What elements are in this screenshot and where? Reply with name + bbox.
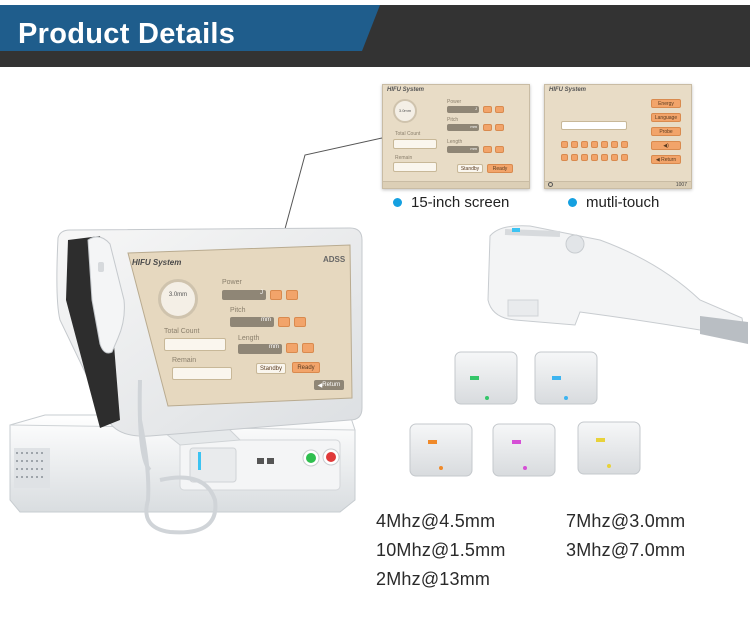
cartridge-orange — [409, 423, 473, 477]
pitch-up-button[interactable] — [483, 124, 492, 131]
length-down-button[interactable] — [495, 146, 504, 153]
screen-preview-touch: HIFU System Energy Language Probe ◀) ◀ R… — [544, 84, 692, 189]
brand-logo: ADSS — [323, 255, 346, 264]
pitch-field: mm — [447, 124, 479, 131]
preview-status-bar — [383, 181, 529, 188]
probe-button[interactable]: Probe — [651, 127, 681, 136]
bullet-dot-icon — [393, 198, 402, 207]
device-pitch-field: mm — [230, 317, 274, 327]
device-length-field: mm — [238, 344, 282, 354]
pitch-down-button[interactable] — [495, 124, 504, 131]
cartridge-blue — [534, 351, 598, 405]
cartridge-magenta — [492, 423, 556, 477]
remain-field — [393, 162, 437, 172]
cartridge-green — [454, 351, 518, 405]
language-button[interactable]: Language — [651, 113, 681, 122]
spec-4mhz: 4Mhz@4.5mm — [376, 511, 496, 531]
caption-touch: mutli-touch — [568, 194, 659, 211]
device-return-button[interactable]: ◀Return — [314, 380, 344, 390]
preview-app-title: HIFU System — [387, 87, 425, 93]
device-remain-field — [172, 367, 232, 380]
device-pitch-up-button[interactable] — [278, 317, 290, 327]
device-power-down-button[interactable] — [286, 290, 298, 300]
spec-7mhz: 7Mhz@3.0mm — [566, 511, 686, 531]
power-up-button[interactable] — [483, 106, 492, 113]
ready-button[interactable]: Ready — [487, 164, 513, 173]
sound-button[interactable]: ◀) — [651, 141, 681, 150]
device-power-field: J — [222, 290, 266, 300]
device-app-title: HIFU System — [132, 258, 182, 267]
standby-button[interactable]: Standby — [457, 164, 483, 173]
bullet-dot-icon — [568, 198, 577, 207]
depth-dial: 3.0mm — [393, 99, 417, 123]
device-standby-button[interactable]: Standby — [256, 363, 286, 374]
spec-3mhz: 3Mhz@7.0mm — [566, 540, 686, 560]
spec-2mhz: 2Mhz@13mm — [376, 569, 491, 589]
device-ready-button[interactable]: Ready — [292, 362, 320, 373]
device-pitch-down-button[interactable] — [294, 317, 306, 327]
length-up-button[interactable] — [483, 146, 492, 153]
password-display — [561, 121, 627, 130]
device-depth-dial: 3.0mm — [158, 279, 198, 319]
page-title: Product Details — [18, 18, 236, 50]
device-length-down-button[interactable] — [302, 343, 314, 353]
return-arrow-icon: ◀ — [317, 382, 323, 389]
power-field: J — [447, 106, 479, 113]
energy-button[interactable]: Energy — [651, 99, 681, 108]
power-down-button[interactable] — [495, 106, 504, 113]
settings-icon — [548, 182, 553, 187]
spec-10mhz: 10Mhz@1.5mm — [376, 540, 506, 560]
device-power-up-button[interactable] — [270, 290, 282, 300]
preview-app-title: HIFU System — [549, 87, 587, 93]
return-button[interactable]: ◀ Return — [651, 155, 681, 164]
preview-status-bar: 1007 — [545, 181, 691, 188]
header-title-tab: Product Details — [0, 5, 380, 51]
length-field: mm — [447, 146, 479, 153]
cartridge-yellow — [577, 421, 641, 475]
total-count-field — [393, 139, 437, 149]
device-total-count-field — [164, 338, 226, 351]
screen-preview-main: HIFU System 3.0mm Power J Pitch mm Total… — [382, 84, 530, 189]
device-length-up-button[interactable] — [286, 343, 298, 353]
caption-screen: 15-inch screen — [393, 194, 509, 211]
